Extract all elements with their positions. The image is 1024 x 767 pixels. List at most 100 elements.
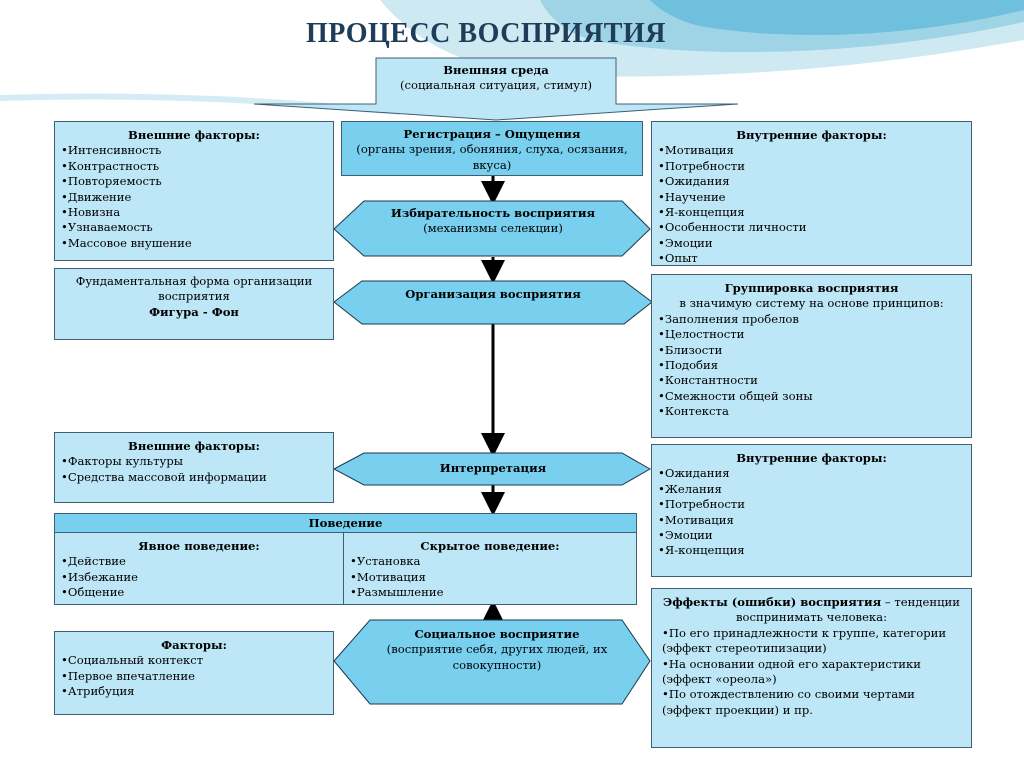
- list-item: По отождествлению со своими чертами (эфф…: [662, 687, 965, 718]
- list-item: Я-концепция: [658, 543, 971, 558]
- selectivity-arrow-shape: [333, 200, 651, 257]
- factors-heading: Факторы:: [161, 638, 227, 652]
- factors-list: Социальный контекст Первое впечатление А…: [55, 653, 333, 699]
- interpretation-heading: Интерпретация: [439, 461, 547, 475]
- internal-factors-list: Мотивация Потребности Ожидания Научение …: [652, 143, 971, 266]
- list-item: Действие: [61, 554, 343, 569]
- list-item: Атрибуция: [61, 684, 333, 699]
- list-item: Эмоции: [658, 236, 971, 251]
- list-item: Опыт: [658, 251, 971, 266]
- social-perception-heading: Социальное восприятие: [414, 627, 580, 641]
- list-item: Повторяемость: [61, 174, 333, 189]
- list-item: Эмоции: [658, 528, 971, 543]
- list-item: Движение: [61, 190, 333, 205]
- hidden-behavior-box: Скрытое поведение: Установка Мотивация Р…: [343, 532, 637, 605]
- factors-box: Факторы: Социальный контекст Первое впеч…: [54, 631, 334, 715]
- list-item: Интенсивность: [61, 143, 333, 158]
- grouping-heading: Группировка восприятия: [724, 281, 899, 295]
- explicit-behavior-list: Действие Избежание Общение: [55, 554, 343, 600]
- list-item: Социальный контекст: [61, 653, 333, 668]
- list-item: Мотивация: [658, 513, 971, 528]
- environment-arrow-shape: [253, 57, 739, 121]
- list-item: Узнаваемость: [61, 220, 333, 235]
- grouping-list: Заполнения пробелов Целостности Близости…: [652, 312, 971, 420]
- organization-block: Организация восприятия: [362, 287, 624, 302]
- social-perception-block: Социальное восприятие (восприятие себя, …: [384, 627, 610, 673]
- social-perception-arrow-shape: [333, 619, 651, 705]
- fundamental-form-heading: Фигура - Фон: [149, 304, 239, 319]
- external-factors-list: Интенсивность Контрастность Повторяемост…: [55, 143, 333, 251]
- explicit-behavior-heading: Явное поведение:: [138, 539, 260, 553]
- list-item: Я-концепция: [658, 205, 971, 220]
- list-item: Новизна: [61, 205, 333, 220]
- list-item: Научение: [658, 190, 971, 205]
- selectivity-subtitle: (механизмы селекции): [423, 221, 563, 236]
- perception-effects-tail: – тенденции воспринимать человека:: [736, 595, 960, 625]
- list-item: Мотивация: [350, 570, 636, 585]
- list-item: Смежности общей зоны: [658, 389, 971, 404]
- selectivity-heading: Избирательность восприятия: [390, 206, 596, 220]
- environment-heading: Внешняя среда: [443, 63, 549, 77]
- grouping-subtitle: в значимую систему на основе принципов:: [679, 296, 944, 311]
- organization-heading: Организация восприятия: [405, 287, 581, 301]
- external-factors-2-box: Внешние факторы: Факторы культуры Средст…: [54, 432, 334, 503]
- internal-factors-2-list: Ожидания Желания Потребности Мотивация Э…: [652, 466, 971, 558]
- perception-effects-heading-line: Эффекты (ошибки) восприятия – тенденции …: [658, 595, 965, 626]
- internal-factors-2-heading: Внутренние факторы:: [736, 451, 887, 465]
- list-item: Заполнения пробелов: [658, 312, 971, 327]
- list-item: Особенности личности: [658, 220, 971, 235]
- interpretation-block: Интерпретация: [364, 461, 622, 476]
- list-item: Мотивация: [658, 143, 971, 158]
- behavior-heading: Поведение: [308, 516, 383, 530]
- list-item: Избежание: [61, 570, 343, 585]
- interpretation-arrow-shape: [332, 452, 652, 486]
- perception-effects-list: По его принадлежности к группе, категори…: [658, 626, 965, 718]
- internal-factors-box: Внутренние факторы: Мотивация Потребност…: [651, 121, 972, 266]
- environment-subtitle: (социальная ситуация, стимул): [399, 78, 592, 93]
- list-item: Первое впечатление: [61, 669, 333, 684]
- registration-subtitle: (органы зрения, обоняния, слуха, осязани…: [356, 142, 628, 172]
- list-item: Ожидания: [658, 174, 971, 189]
- hidden-behavior-list: Установка Мотивация Размышление: [344, 554, 636, 600]
- internal-factors-heading: Внутренние факторы:: [736, 128, 887, 142]
- external-factors-2-list: Факторы культуры Средства массовой инфор…: [55, 454, 333, 485]
- list-item: Константности: [658, 373, 971, 388]
- external-factors-box: Внешние факторы: Интенсивность Контрастн…: [54, 121, 334, 261]
- list-item: Потребности: [658, 159, 971, 174]
- fundamental-form-line1: Фундаментальная форма организации: [75, 274, 313, 288]
- hidden-behavior-heading: Скрытое поведение:: [420, 539, 560, 553]
- list-item: Целостности: [658, 327, 971, 342]
- fundamental-form-line2: восприятия: [158, 289, 230, 304]
- list-item: Ожидания: [658, 466, 971, 481]
- list-item: Близости: [658, 343, 971, 358]
- perception-effects-heading: Эффекты (ошибки) восприятия: [663, 595, 882, 609]
- registration-heading: Регистрация – Ощущения: [403, 127, 581, 141]
- list-item: Контекста: [658, 404, 971, 419]
- perception-effects-box: Эффекты (ошибки) восприятия – тенденции …: [651, 588, 972, 748]
- list-item: По его принадлежности к группе, категори…: [662, 626, 965, 657]
- selectivity-block: Избирательность восприятия (механизмы се…: [364, 206, 622, 237]
- list-item: Факторы культуры: [61, 454, 333, 469]
- registration-box: Регистрация – Ощущения (органы зрения, о…: [341, 121, 643, 176]
- behavior-header: Поведение: [54, 513, 637, 533]
- list-item: Установка: [350, 554, 636, 569]
- list-item: Контрастность: [61, 159, 333, 174]
- page-title: ПРОЦЕСС ВОСПРИЯТИЯ: [306, 18, 666, 49]
- internal-factors-2-box: Внутренние факторы: Ожидания Желания Пот…: [651, 444, 972, 577]
- list-item: Средства массовой информации: [61, 470, 333, 485]
- list-item: Общение: [61, 585, 343, 600]
- external-factors-heading: Внешние факторы:: [128, 128, 260, 142]
- grouping-box: Группировка восприятия в значимую систем…: [651, 274, 972, 438]
- environment-block: Внешняя среда (социальная ситуация, стим…: [378, 63, 614, 94]
- list-item: Желания: [658, 482, 971, 497]
- explicit-behavior-box: Явное поведение: Действие Избежание Обще…: [54, 532, 344, 605]
- fundamental-form-box: Фундаментальная форма организации воспри…: [54, 268, 334, 340]
- list-item: Размышление: [350, 585, 636, 600]
- list-item: На основании одной его характеристики (э…: [662, 657, 965, 688]
- external-factors-2-heading: Внешние факторы:: [128, 439, 260, 453]
- list-item: Подобия: [658, 358, 971, 373]
- social-perception-subtitle: (восприятие себя, других людей, их совок…: [386, 642, 608, 672]
- list-item: Массовое внушение: [61, 236, 333, 251]
